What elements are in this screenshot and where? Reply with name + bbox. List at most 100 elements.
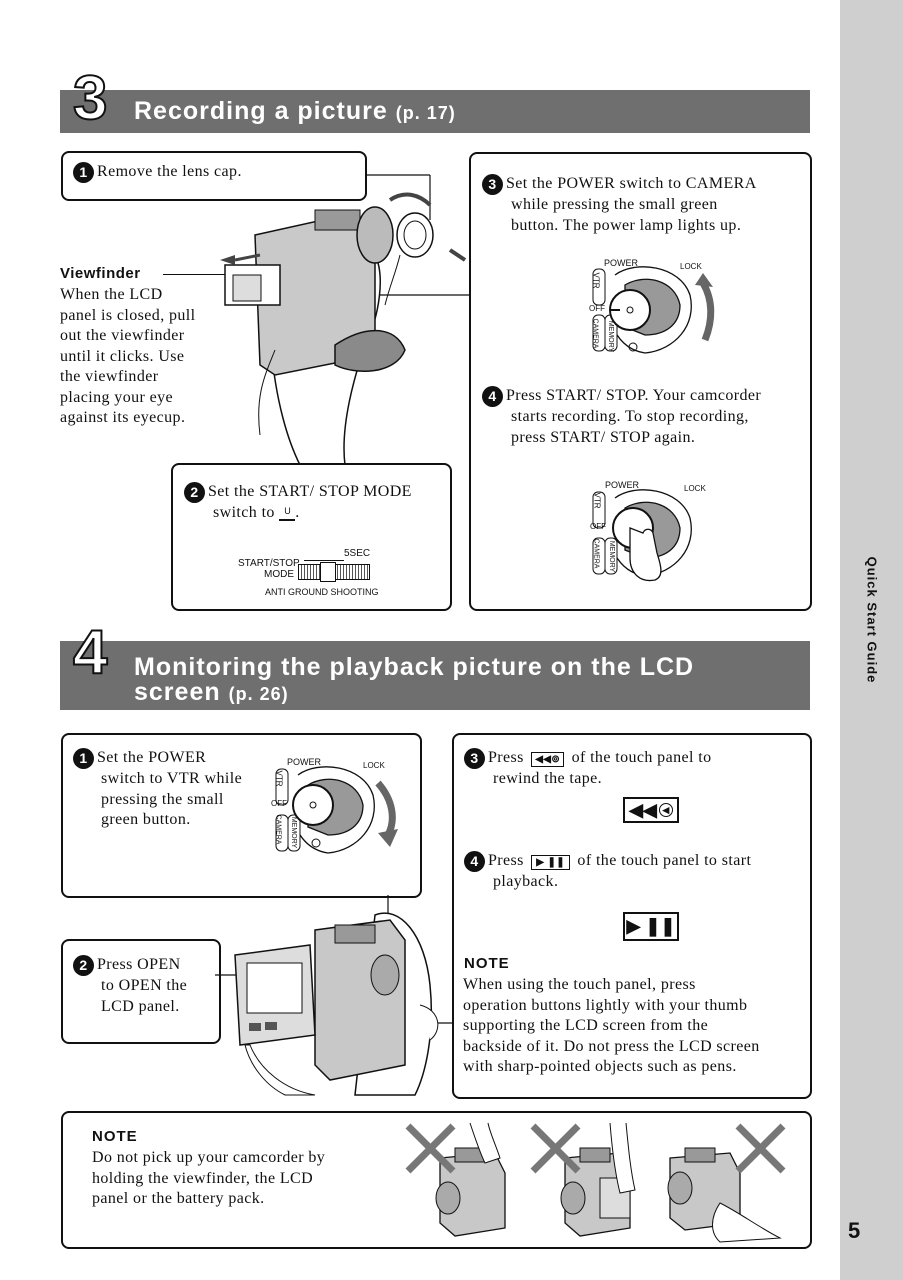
mode-switch-knob: [320, 562, 336, 582]
bottom-note-heading: NOTE: [92, 1128, 138, 1145]
section4-ref: (p. 26): [229, 684, 289, 704]
bottom-note-line: panel or the battery pack.: [92, 1189, 325, 1210]
rewind-inline-icon: ◀◀⊚: [531, 752, 564, 767]
rewind-icon[interactable]: ◀◀◂: [623, 797, 679, 823]
bottom-note-body: Do not pick up your camcorder by holding…: [92, 1148, 325, 1210]
mode-switch-anti-ground: ANTI GROUND SHOOTING: [265, 587, 379, 597]
section4-title-line1: Monitoring the playback picture on the L…: [134, 655, 694, 680]
step-number-badge: 2: [184, 482, 205, 503]
section3-step4-line: starts recording. To stop recording,: [482, 407, 761, 428]
wrong-hold-battery: [668, 1148, 780, 1242]
section4-step4-pre: Press: [488, 852, 524, 869]
viewfinder-line: the viewfinder: [60, 367, 196, 388]
cross-icon: [408, 1126, 453, 1171]
viewfinder-line: panel is closed, pull: [60, 306, 196, 327]
dial1-vtr-label: VTR: [592, 273, 601, 289]
section3-step2-line2: switch to: [213, 504, 275, 521]
play-pause-inline-icon: ▶ ❚❚: [531, 855, 570, 870]
section4-step1-line: Set the POWER: [97, 749, 206, 766]
section4-step2-line: LCD panel.: [73, 997, 187, 1018]
section4-note-line: with sharp-pointed objects such as pens.: [463, 1057, 760, 1078]
mode-switch-label: START/STOP MODE: [238, 558, 294, 580]
camcorder-lcd-open-illustration: [225, 895, 455, 1095]
step-number-badge: 4: [464, 851, 485, 872]
camcorder-recording-illustration: [215, 175, 475, 465]
power-dial-press-start: [585, 488, 715, 588]
section4-note-line: operation buttons lightly with your thum…: [463, 996, 760, 1017]
section4-step3-line2: rewind the tape.: [464, 769, 711, 790]
dial1-memory-label: MEMORY: [607, 321, 614, 352]
section3-number: 3: [73, 68, 107, 130]
step-number-badge: 3: [464, 748, 485, 769]
viewfinder-line: out the viewfinder: [60, 326, 196, 347]
viewfinder-line: placing your eye: [60, 388, 196, 409]
dial2-memory-label: MEMORY: [608, 541, 615, 572]
power-dial-vtr: [268, 765, 408, 860]
viewfinder-heading: Viewfinder: [60, 265, 141, 282]
start-stop-mode-icon: U: [279, 505, 295, 521]
viewfinder-line: until it clicks. Use: [60, 347, 196, 368]
step-number-badge: 2: [73, 955, 94, 976]
section3-step3-line: button. The power lamp lights up.: [482, 216, 757, 237]
viewfinder-line: When the LCD: [60, 285, 196, 306]
section4-step1-line: green button.: [73, 810, 242, 831]
section3-step2-line2-end: .: [295, 504, 299, 521]
section3-step3-line: while pressing the small green: [482, 195, 757, 216]
dial2-off-label: OFF: [590, 522, 606, 531]
sidebar-label: Quick Start Guide: [865, 557, 880, 684]
section4-step3-pre: Press: [488, 749, 524, 766]
section3-title-text: Recording a picture: [134, 97, 388, 125]
mode-switch-5sec: 5SEC: [344, 548, 370, 559]
power-dial-camera: [585, 265, 725, 360]
section3-ref: (p. 17): [396, 103, 456, 123]
viewfinder-line: against its eyecup.: [60, 408, 196, 429]
viewfinder-description: When the LCD panel is closed, pull out t…: [60, 285, 196, 429]
step-number-badge: 1: [73, 748, 94, 769]
section4-step1-line: pressing the small: [73, 790, 242, 811]
step-number-badge: 1: [73, 162, 94, 183]
wrong-hold-lcd: [561, 1123, 635, 1236]
mode-switch-label-line2: MODE: [238, 569, 294, 580]
section3-step3-line: Set the POWER switch to CAMERA: [506, 175, 757, 192]
section4-step2-line: to OPEN the: [73, 976, 187, 997]
mode-switch-tick-marks: [304, 550, 344, 561]
mode-switch-label-line1: START/STOP: [238, 558, 294, 569]
section4-step3-post: of the touch panel to: [572, 749, 712, 766]
dial2-vtr-label: VTR: [593, 493, 602, 509]
wrong-hold-viewfinder: [436, 1123, 505, 1236]
bottom-note-line: Do not pick up your camcorder by: [92, 1148, 325, 1169]
section4-note-line: When using the touch panel, press: [463, 975, 760, 996]
section3-step4-line: press START/ STOP again.: [482, 428, 761, 449]
section4-note-body: When using the touch panel, press operat…: [463, 975, 760, 1078]
play-pause-icon[interactable]: ▶ ❚❚: [623, 912, 679, 941]
section4-note-heading: NOTE: [464, 955, 510, 972]
cross-icon: [738, 1126, 783, 1171]
section4-step1-line: switch to VTR while: [73, 769, 242, 790]
section4-note-line: backside of it. Do not press the LCD scr…: [463, 1037, 760, 1058]
dial3-camera-label: CAMERA: [274, 815, 281, 845]
dial2-camera-label: CAMERA: [592, 539, 599, 569]
section3-step2-line1: Set the START/ STOP MODE: [208, 483, 412, 500]
step-number-badge: 3: [482, 174, 503, 195]
section4-step4-post: of the touch panel to start: [577, 852, 751, 869]
dial3-memory-label: MEMORY: [290, 817, 297, 848]
section4-title-line2: screen: [134, 678, 221, 706]
dial1-camera-label: CAMERA: [591, 319, 598, 349]
dial3-vtr-label: VTR: [275, 771, 284, 787]
page-number: 5: [848, 1218, 860, 1244]
bottom-note-line: holding the viewfinder, the LCD: [92, 1169, 325, 1190]
wrong-holding-illustrations: [400, 1118, 800, 1243]
dial1-off-label: OFF: [589, 304, 605, 313]
section4-step2-line: Press OPEN: [97, 956, 181, 973]
section4-note-line: supporting the LCD screen from the: [463, 1016, 760, 1037]
step-number-badge: 4: [482, 386, 503, 407]
section3-title: Recording a picture (p. 17): [134, 97, 456, 126]
section4-number: 4: [73, 622, 107, 684]
